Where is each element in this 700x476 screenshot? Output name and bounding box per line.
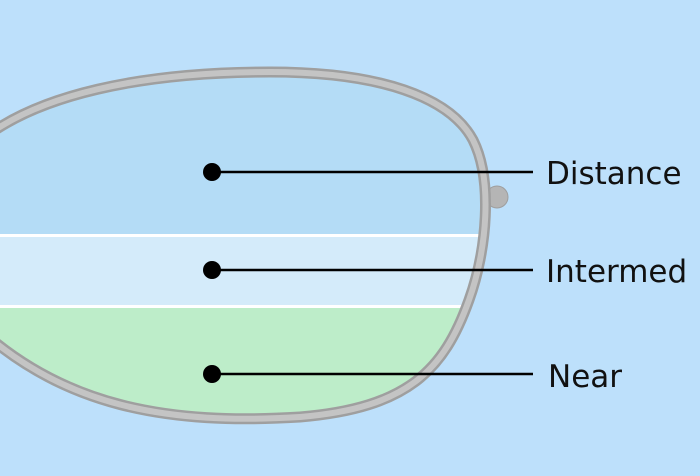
divider bbox=[0, 234, 486, 237]
frame-highlight bbox=[0, 68, 489, 422]
leader-near: Near bbox=[203, 359, 622, 395]
divider bbox=[0, 305, 486, 308]
label-distance: Distance bbox=[546, 156, 682, 192]
label-intermediate: Intermed bbox=[546, 254, 687, 290]
label-near: Near bbox=[548, 359, 622, 395]
leader-intermediate: Intermed bbox=[203, 254, 687, 290]
leader-distance: Distance bbox=[203, 156, 682, 192]
